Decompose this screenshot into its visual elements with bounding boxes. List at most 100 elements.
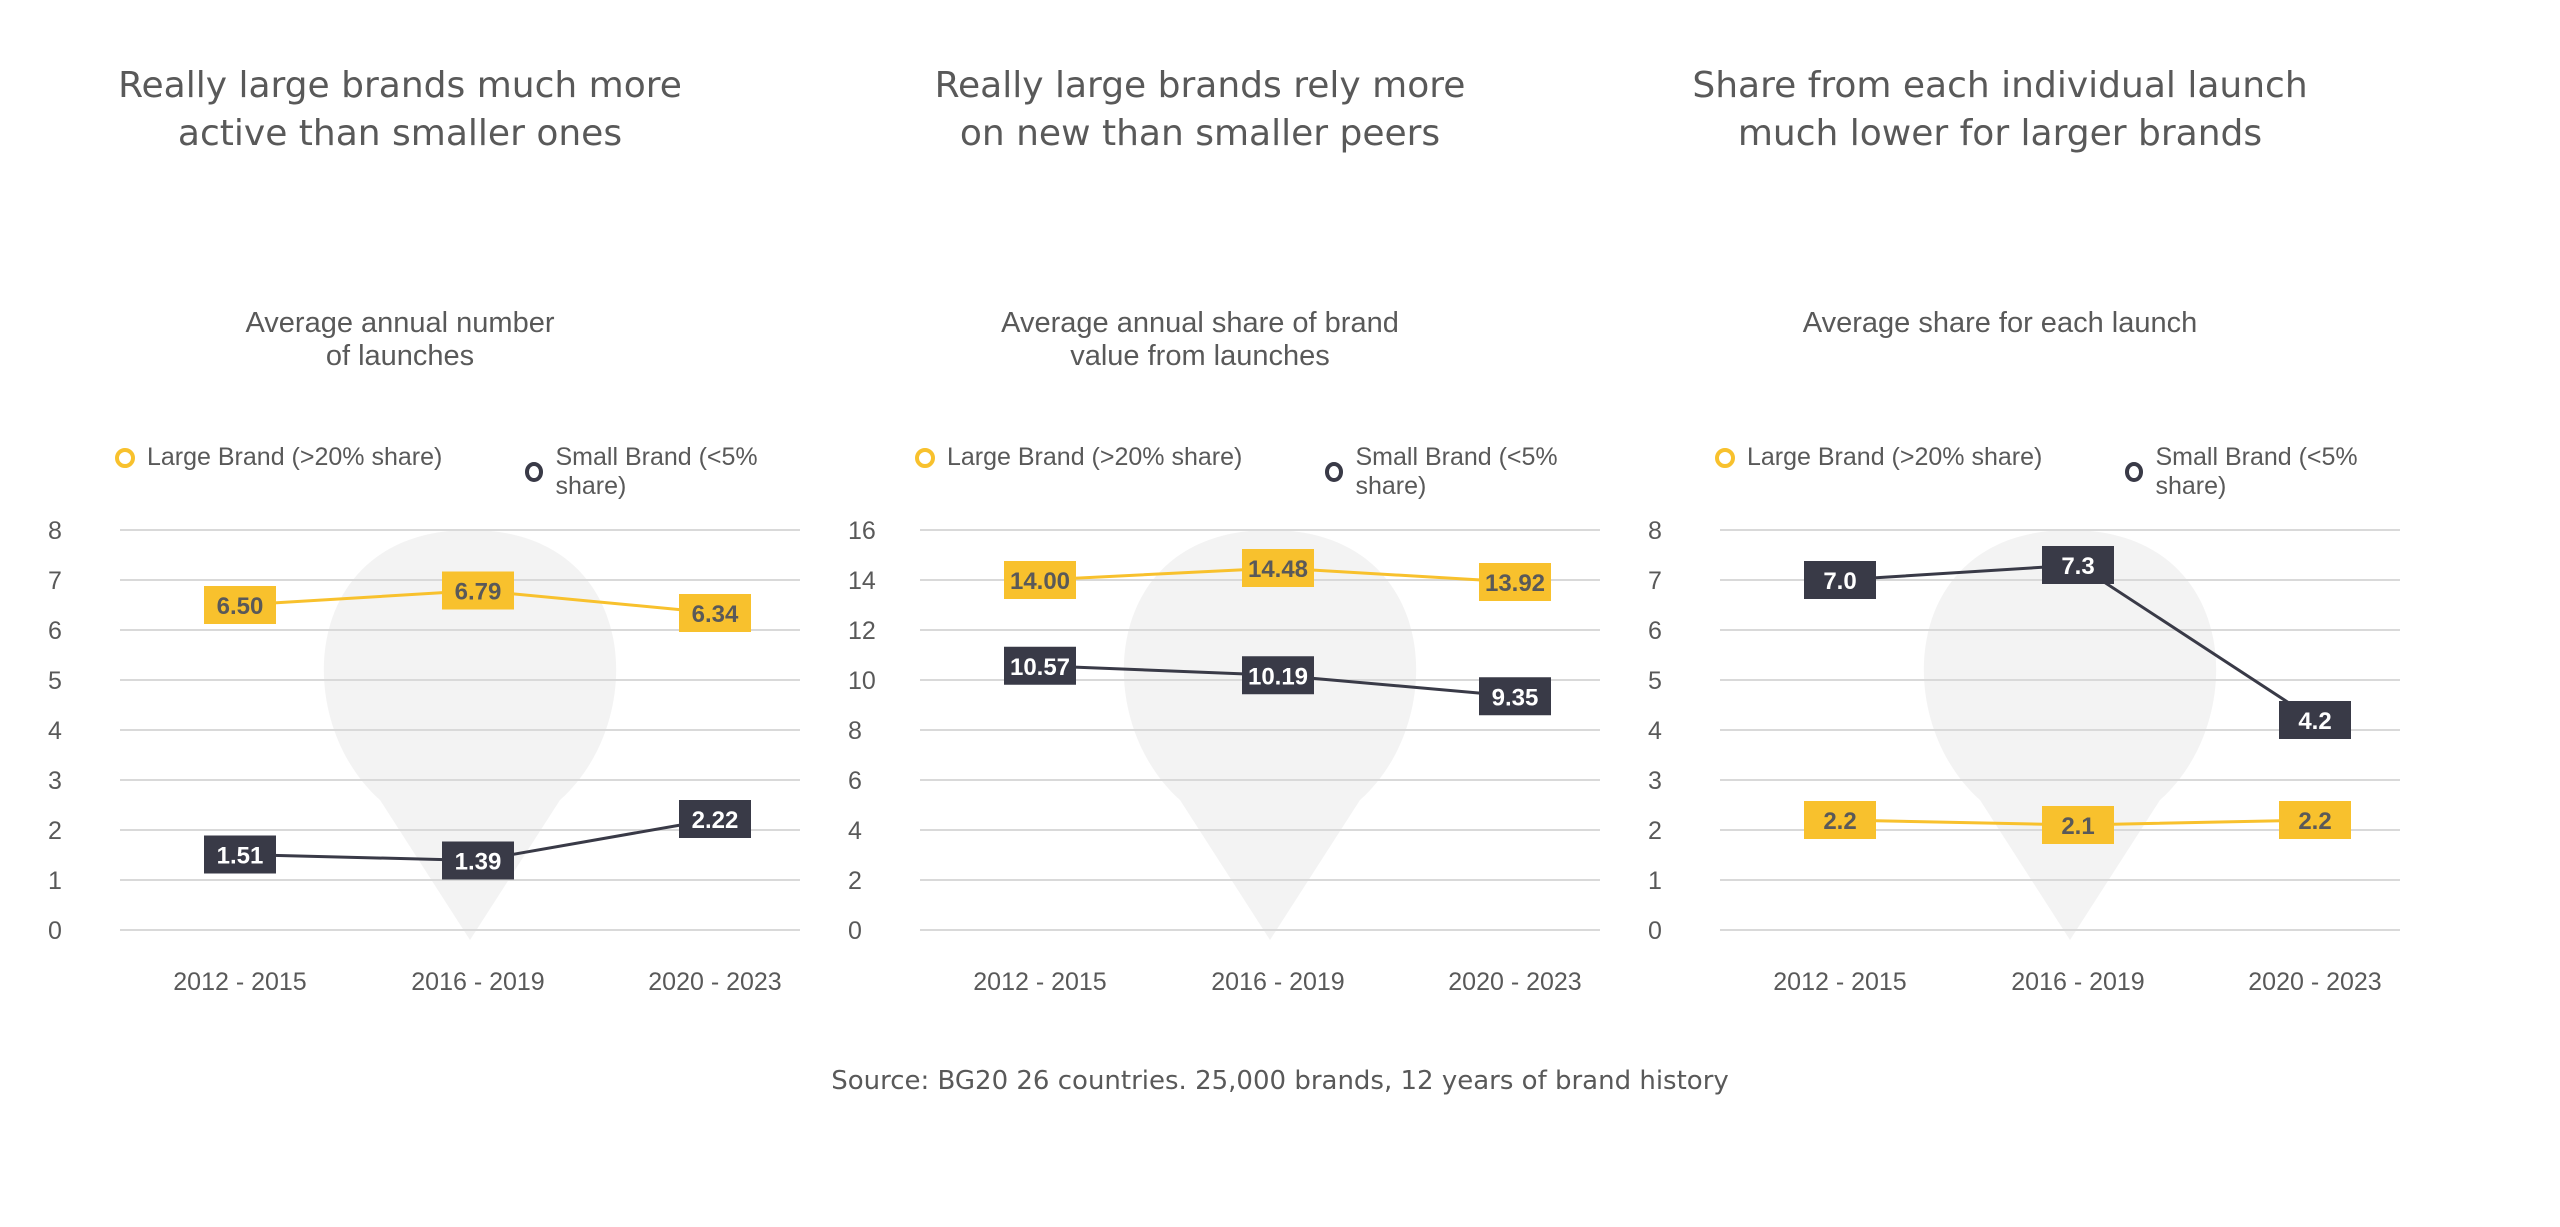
legend-label-small: Small Brand (<5% share) <box>555 443 758 500</box>
data-label: 2.1 <box>2042 806 2114 844</box>
x-tick-label: 2020 - 2023 <box>2248 968 2381 996</box>
data-point-marker <box>1479 563 1551 601</box>
chart-panel-1: Really large brands much more active tha… <box>0 0 800 1227</box>
y-tick-label: 4 <box>48 717 62 745</box>
y-tick-label: 2 <box>848 867 862 895</box>
legend-marker-large <box>115 447 135 468</box>
y-tick-label: 4 <box>848 817 862 845</box>
data-point-marker <box>1004 561 1076 599</box>
data-point-marker <box>1804 561 1876 599</box>
data-point-marker <box>1804 801 1876 839</box>
watermark-logo <box>1123 530 1417 940</box>
chart-title: Average annual share of brand value from… <box>1001 307 1399 372</box>
y-tick-label: 2 <box>48 817 62 845</box>
data-point-marker <box>1242 549 1314 587</box>
y-tick-label: 5 <box>48 667 62 695</box>
y-tick-label: 8 <box>1648 517 1662 545</box>
legend-marker-large <box>915 447 935 468</box>
data-label: 9.35 <box>1479 677 1551 716</box>
watermark-logo <box>323 530 617 940</box>
data-label-text: 1.39 <box>455 849 502 876</box>
data-label-text: 2.1 <box>2061 813 2094 840</box>
data-point-marker <box>2279 701 2351 739</box>
data-label-text: 6.34 <box>692 601 739 628</box>
legend-marker-small <box>2125 462 2144 482</box>
data-label-text: 2.22 <box>692 807 739 834</box>
data-point-marker <box>204 835 276 874</box>
legend-item-small: Small Brand (<5% share) <box>1325 443 1600 501</box>
legend-item-large: Large Brand (>20% share) <box>1715 443 2042 472</box>
data-point-marker <box>442 841 514 880</box>
panel-headline: Really large brands rely more on new tha… <box>934 65 1466 154</box>
legend-item-large: Large Brand (>20% share) <box>915 443 1242 472</box>
data-label-text: 14.48 <box>1248 556 1308 583</box>
y-tick-label: 2 <box>1648 817 1662 845</box>
data-label: 10.57 <box>1004 646 1076 685</box>
chart-title: Average share for each launch <box>1802 307 2198 339</box>
data-point-marker <box>2042 806 2114 844</box>
data-label: 1.51 <box>204 835 276 874</box>
y-tick-label: 6 <box>1648 617 1662 645</box>
legend-item-large: Large Brand (>20% share) <box>115 443 442 472</box>
y-tick-label: 6 <box>848 767 862 795</box>
legend-marker-large <box>1715 447 1735 468</box>
y-tick-label: 14 <box>848 567 876 595</box>
data-label: 2.22 <box>679 800 751 838</box>
watermark-logo <box>1923 530 2217 940</box>
y-tick-label: 16 <box>848 517 876 545</box>
y-tick-label: 4 <box>1648 717 1662 745</box>
data-label: 1.39 <box>442 841 514 880</box>
x-tick-label: 2020 - 2023 <box>1448 968 1581 996</box>
legend-label-large: Large Brand (>20% share) <box>147 443 443 471</box>
data-label-text: 2.2 <box>2298 808 2331 835</box>
data-label-text: 6.50 <box>217 593 264 620</box>
data-point-marker <box>1242 656 1314 695</box>
y-tick-label: 0 <box>1648 917 1662 945</box>
legend-marker-small <box>1325 462 1344 482</box>
data-label: 2.2 <box>2279 801 2351 839</box>
data-label-text: 9.35 <box>1492 684 1539 711</box>
data-label-text: 10.57 <box>1010 654 1070 681</box>
legend-label-large: Large Brand (>20% share) <box>947 443 1243 471</box>
legend-item-small: Small Brand (<5% share) <box>525 443 800 501</box>
data-point-marker <box>442 571 514 610</box>
y-tick-label: 7 <box>1648 567 1662 595</box>
data-point-marker <box>1479 677 1551 716</box>
data-label-text: 10.19 <box>1248 663 1308 690</box>
data-label-text: 1.51 <box>217 843 264 870</box>
x-tick-label: 2016 - 2019 <box>1211 968 1344 996</box>
y-tick-label: 5 <box>1648 667 1662 695</box>
x-tick-label: 2012 - 2015 <box>1773 968 1906 996</box>
data-label-text: 4.2 <box>2298 708 2331 735</box>
source-note: Source: BG20 26 countries. 25,000 brands… <box>831 1066 1729 1096</box>
y-tick-label: 12 <box>848 617 876 645</box>
data-label: 4.2 <box>2279 701 2351 739</box>
chart-legend: Large Brand (>20% share) Small Brand (<5%… <box>800 443 1600 500</box>
legend-label-large: Large Brand (>20% share) <box>1747 443 2043 471</box>
y-tick-label: 7 <box>48 567 62 595</box>
data-point-marker <box>2042 546 2114 584</box>
chart-panel-3: Share from each individual launch much l… <box>1600 0 2400 1227</box>
data-label: 6.50 <box>204 586 276 624</box>
x-tick-label: 2020 - 2023 <box>648 968 781 996</box>
data-label-text: 14.00 <box>1010 568 1070 595</box>
x-tick-label: 2016 - 2019 <box>411 968 544 996</box>
data-label: 6.34 <box>679 594 751 632</box>
legend-item-small: Small Brand (<5% share) <box>2125 443 2400 501</box>
data-point-marker <box>679 800 751 838</box>
y-tick-label: 3 <box>48 767 62 795</box>
chart-legend: Large Brand (>20% share) Small Brand (<5%… <box>0 443 800 500</box>
data-label-text: 7.3 <box>2061 553 2094 580</box>
chart-title: Average annual number of launches <box>245 307 555 372</box>
y-tick-label: 0 <box>48 917 62 945</box>
data-point-marker <box>679 594 751 632</box>
y-tick-label: 1 <box>48 867 62 895</box>
data-label-text: 2.2 <box>1823 808 1856 835</box>
chart-panel-2: Really large brands rely more on new tha… <box>800 0 1600 1227</box>
chart-legend: Large Brand (>20% share) Small Brand (<5%… <box>1600 443 2400 500</box>
panel-headline: Really large brands much more active tha… <box>118 65 682 154</box>
x-tick-label: 2016 - 2019 <box>2011 968 2144 996</box>
